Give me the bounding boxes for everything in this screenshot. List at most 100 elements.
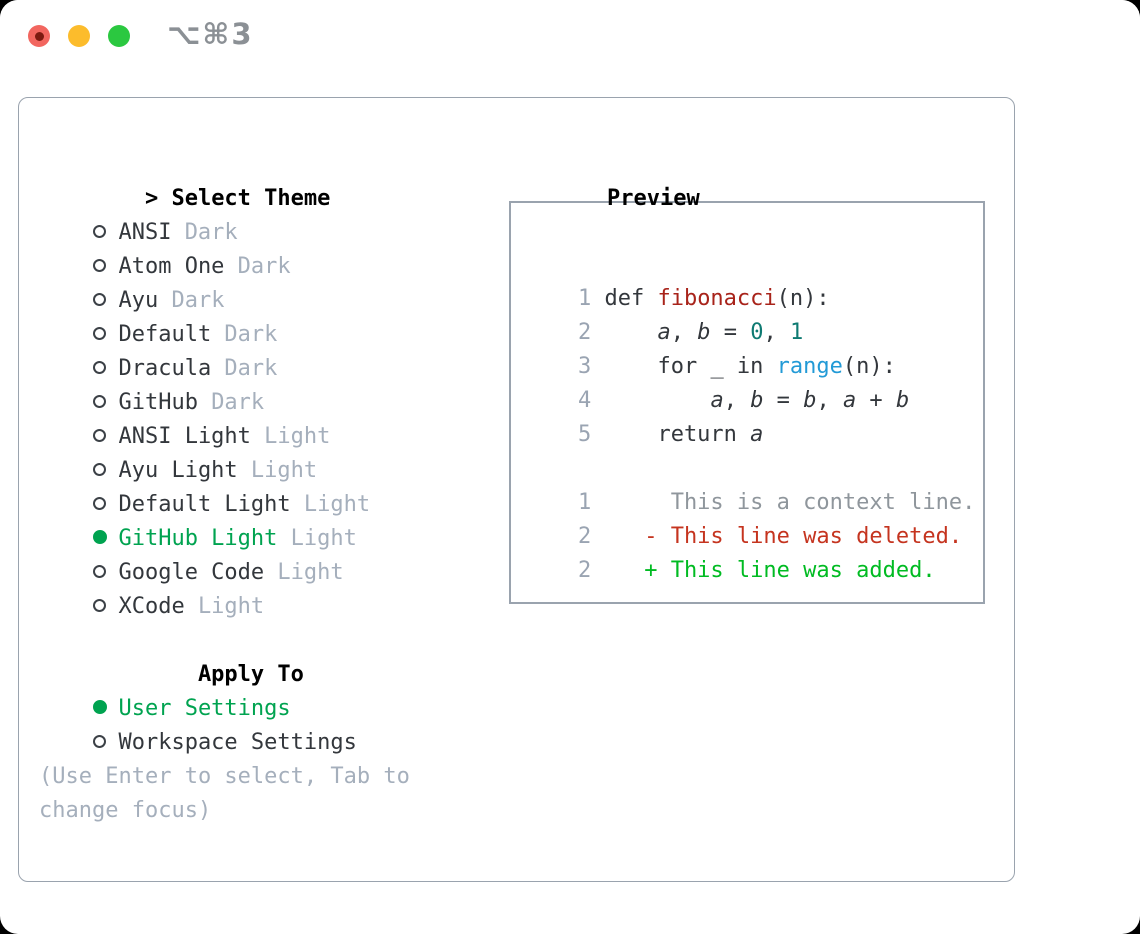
radio-slot bbox=[92, 250, 118, 284]
apply-to-option[interactable]: User Settings bbox=[39, 658, 436, 721]
radio-slot bbox=[92, 318, 118, 352]
radio-slot bbox=[92, 726, 118, 760]
theme-name: Ayu bbox=[118, 288, 159, 313]
code-line: 4 a, b = b, a + b bbox=[525, 350, 969, 413]
radio-icon bbox=[92, 462, 106, 476]
radio-icon bbox=[92, 496, 106, 510]
theme-variant: Light bbox=[290, 526, 357, 551]
radio-icon bbox=[92, 360, 106, 374]
theme-variant: Dark bbox=[224, 356, 278, 381]
radio-icon bbox=[92, 564, 106, 578]
theme-variant: Light bbox=[197, 594, 265, 619]
radio-icon bbox=[92, 530, 107, 544]
code-tokens: def fibonacci(n): bbox=[604, 286, 830, 311]
theme-variant: Dark bbox=[184, 220, 238, 245]
theme-variant: Light bbox=[264, 424, 331, 449]
apply-to-option[interactable]: Workspace Settings bbox=[39, 692, 436, 755]
apply-to-header: Apply To bbox=[39, 624, 436, 687]
radio-slot bbox=[92, 284, 118, 318]
theme-name: Default bbox=[118, 322, 212, 347]
line-number: 2 bbox=[577, 524, 592, 549]
radio-icon bbox=[92, 258, 106, 272]
radio-slot bbox=[92, 488, 118, 522]
close-button[interactable] bbox=[28, 25, 50, 47]
radio-slot bbox=[92, 454, 118, 488]
apply-to-label: Workspace Settings bbox=[118, 730, 357, 755]
zoom-button[interactable] bbox=[108, 25, 130, 47]
minimize-button[interactable] bbox=[68, 25, 90, 47]
theme-name: Google Code bbox=[118, 560, 265, 585]
theme-name: Dracula bbox=[118, 356, 212, 381]
code-preview: 1 def fibonacci(n): 2 a, b = 0, 1 3 for _… bbox=[525, 248, 969, 447]
line-number: 3 bbox=[577, 354, 592, 379]
theme-variant: Dark bbox=[224, 322, 278, 347]
code-line: 5 return a bbox=[525, 384, 969, 447]
code-tokens: a, b = 0, 1 bbox=[657, 320, 804, 345]
theme-name: Default Light bbox=[118, 492, 291, 517]
diff-text: + This line was added. bbox=[604, 558, 936, 583]
theme-option[interactable]: Ayu Dark bbox=[39, 250, 436, 313]
radio-slot bbox=[92, 590, 118, 624]
theme-variant: Dark bbox=[237, 254, 291, 279]
apply-to-section: Apply To User Settings Workspace Setting… bbox=[39, 624, 436, 755]
theme-variant: Dark bbox=[171, 288, 225, 313]
theme-option[interactable]: Ayu Light Light bbox=[39, 420, 436, 483]
line-number: 1 bbox=[577, 490, 592, 515]
theme-option[interactable]: Default Dark bbox=[39, 284, 436, 347]
theme-option[interactable]: XCode Light bbox=[39, 556, 436, 619]
theme-variant: Light bbox=[250, 458, 318, 483]
theme-option[interactable]: Dracula Dark bbox=[39, 318, 436, 381]
code-line: 2 a, b = 0, 1 bbox=[525, 282, 969, 345]
theme-option[interactable]: Default Light Light bbox=[39, 454, 436, 517]
select-theme-header: > Select Theme bbox=[39, 148, 436, 211]
radio-slot bbox=[92, 692, 118, 726]
close-dot-icon bbox=[34, 31, 44, 41]
radio-icon bbox=[92, 326, 106, 340]
preview-title: Preview bbox=[606, 186, 700, 211]
radio-icon bbox=[92, 598, 106, 612]
theme-option[interactable]: ANSI Light Light bbox=[39, 386, 436, 449]
radio-icon bbox=[92, 292, 106, 306]
hint-text: (Use Enter to select, Tab to change focu… bbox=[39, 764, 410, 823]
diff-line: 2 + This line was added. bbox=[525, 520, 969, 583]
radio-slot bbox=[92, 522, 118, 556]
radio-slot bbox=[92, 556, 118, 590]
diff-preview: 1 This is a context line. 2 - This line … bbox=[525, 452, 975, 583]
window-titlebar: ⌥⌘3 bbox=[0, 0, 1140, 70]
theme-name: ANSI Light bbox=[118, 424, 251, 449]
radio-icon bbox=[92, 428, 106, 442]
radio-slot bbox=[92, 386, 118, 420]
theme-option[interactable]: ANSI Dark bbox=[39, 182, 436, 245]
line-number: 1 bbox=[577, 286, 592, 311]
theme-variant: Light bbox=[277, 560, 344, 585]
theme-name: ANSI bbox=[118, 220, 172, 245]
radio-icon bbox=[92, 224, 106, 238]
code-line: 3 for _ in range(n): bbox=[525, 316, 969, 379]
prompt-icon: > bbox=[144, 186, 159, 211]
theme-name: Atom One bbox=[118, 254, 225, 279]
theme-name: Ayu Light bbox=[118, 458, 238, 483]
diff-line: 2 - This line was deleted. bbox=[525, 486, 969, 549]
apply-to-options: User Settings Workspace Settings bbox=[39, 658, 436, 755]
select-theme-title: Select Theme bbox=[171, 186, 331, 211]
radio-slot bbox=[92, 216, 118, 250]
theme-name: XCode bbox=[118, 594, 185, 619]
line-number: 4 bbox=[577, 388, 592, 413]
preview-box: 1 def fibonacci(n): 2 a, b = 0, 1 3 for _… bbox=[509, 201, 985, 604]
radio-icon bbox=[92, 394, 106, 408]
apply-to-title: Apply To bbox=[197, 662, 304, 687]
window-title: ⌥⌘3 bbox=[167, 17, 254, 51]
theme-option[interactable]: Atom One Dark bbox=[39, 216, 436, 279]
apply-to-label: User Settings bbox=[118, 696, 291, 721]
theme-variant: Dark bbox=[211, 390, 265, 415]
radio-slot bbox=[92, 420, 118, 454]
radio-icon bbox=[92, 700, 107, 714]
theme-option[interactable]: Google Code Light bbox=[39, 522, 436, 585]
code-tokens: return a bbox=[604, 422, 764, 447]
